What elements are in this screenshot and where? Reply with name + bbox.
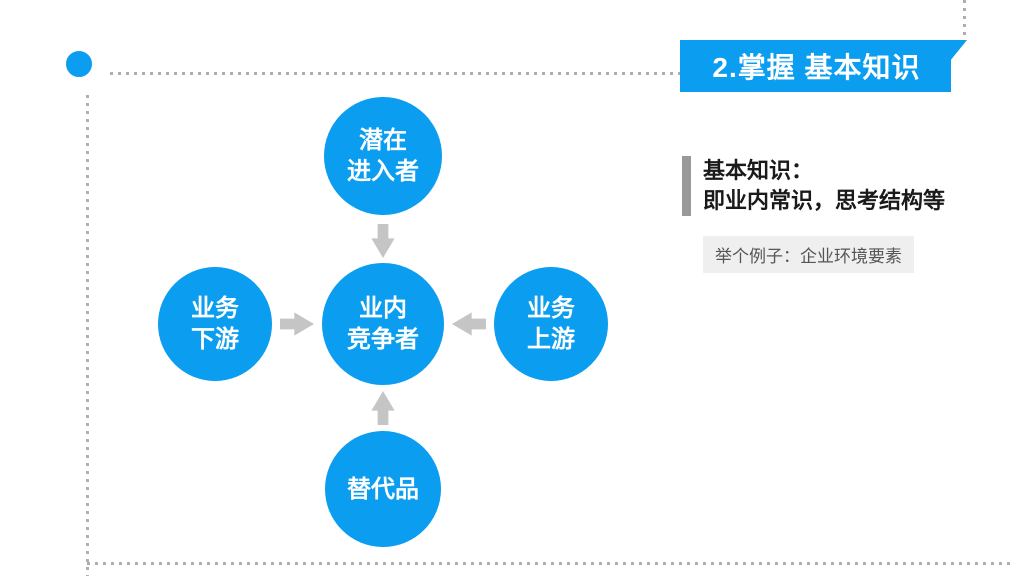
node-potential-entrants: 潜在 进入者 [324,97,442,215]
arrow-down-icon [369,224,397,258]
example-label: 举个例子：企业环境要素 [703,236,914,273]
node-industry-competitors: 业内 竞争者 [322,263,444,385]
node-label-line: 潜在 [359,127,407,154]
slide-title: 2.掌握 基本知识 [712,52,921,83]
dotted-line-left [86,95,89,576]
node-label-line: 进入者 [347,158,419,185]
node-label-line: 下游 [191,326,239,353]
node-label-line: 业务 [191,295,239,322]
dotted-line-bottom [87,562,1015,565]
dotted-line-top [110,72,680,75]
node-label-line: 替代品 [347,475,419,503]
arrow-right-icon [280,310,314,338]
arrow-left-icon [452,310,486,338]
note-text: 基本知识： 即业内常识，思考结构等 [703,156,945,216]
node-label-line: 业务 [527,295,575,322]
node-downstream: 业务 下游 [158,267,272,381]
note-line-1: 基本知识： [703,158,814,183]
note-accent-bar [682,156,691,216]
node-label-line: 竞争者 [347,326,419,353]
slide-title-banner: 2.掌握 基本知识 [680,40,967,92]
node-label-line: 业内 [359,295,407,322]
node-substitutes: 替代品 [325,431,441,547]
node-upstream: 业务 上游 [494,267,608,381]
node-label-line: 上游 [527,326,575,353]
arrow-up-icon [369,391,397,425]
donut-bullet-icon [66,51,92,77]
dotted-line-top-right [963,0,966,36]
note-block: 基本知识： 即业内常识，思考结构等 [682,156,945,216]
note-line-2: 即业内常识，思考结构等 [703,188,946,213]
